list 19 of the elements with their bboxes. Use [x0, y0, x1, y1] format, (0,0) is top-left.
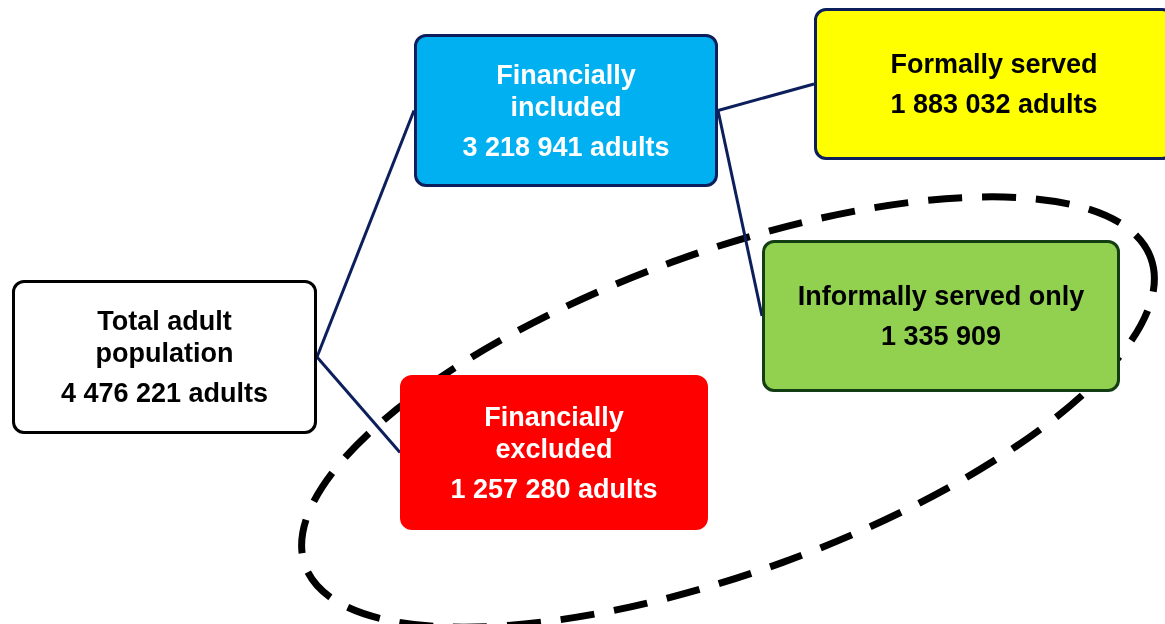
connector-line: [315, 109, 416, 358]
adult-count: 1 257 280 adults: [450, 472, 658, 505]
excluded-box: [400, 375, 708, 530]
node-heading: Total adult population: [94, 305, 235, 369]
population-box: [12, 280, 317, 434]
included-box: [414, 34, 718, 187]
connector-line: [717, 82, 815, 112]
adult-count: 3 218 941 adults: [462, 130, 670, 163]
adult-count: 4 476 221 adults: [60, 377, 269, 409]
node-heading: Financially excluded: [483, 400, 625, 465]
adult-count: 1 883 032 adults: [890, 88, 1098, 120]
node-heading: Informally served only: [797, 280, 1085, 312]
connector-line: [716, 110, 764, 317]
informal-box: [762, 240, 1120, 392]
node-heading: Financially included: [495, 58, 637, 123]
connector-line: [315, 356, 402, 454]
adult-count: 1 335 909: [880, 320, 1002, 352]
node-heading: Formally served: [890, 48, 1098, 80]
formal-box: [814, 8, 1165, 160]
